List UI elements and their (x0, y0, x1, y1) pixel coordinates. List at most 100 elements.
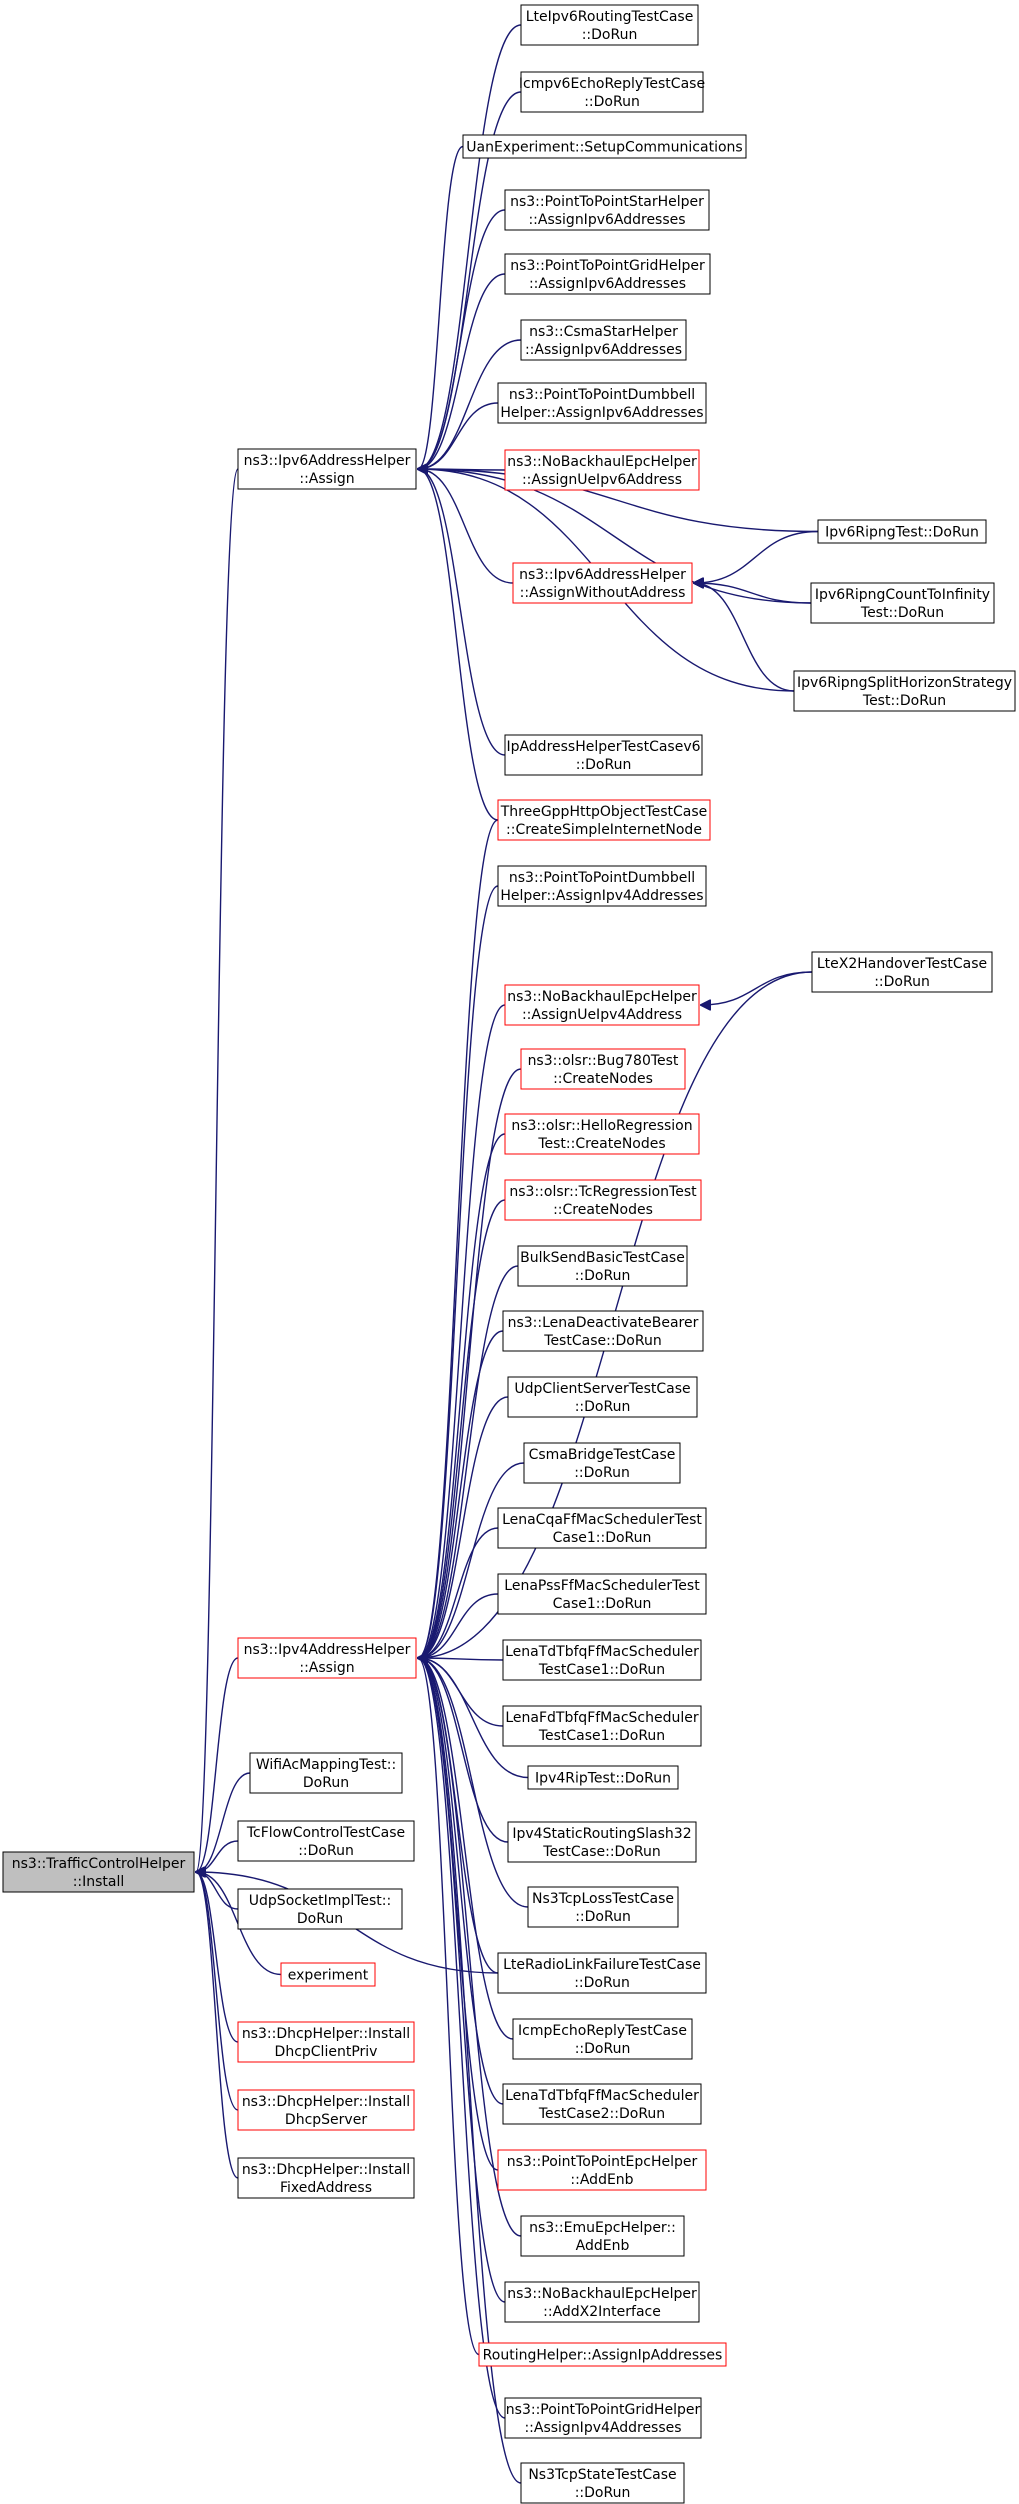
node-box (520, 71, 704, 113)
node-box (497, 1507, 707, 1549)
node-label: DoRun (297, 1911, 343, 1927)
call-edge (701, 971, 813, 1005)
node-label: DhcpServer (285, 2112, 367, 2128)
graph-node[interactable]: UdpSocketImplTest::DoRun (237, 1888, 403, 1930)
node-label: ns3::PointToPointEpcHelper (507, 2154, 698, 2170)
graph-node[interactable]: ns3::NoBackhaulEpcHelper::AssignUeIpv4Ad… (504, 984, 700, 1026)
graph-node[interactable]: Ns3TcpLossTestCase::DoRun (527, 1886, 679, 1928)
node-box (504, 1113, 700, 1155)
graph-node[interactable]: CsmaBridgeTestCase::DoRun (523, 1442, 681, 1484)
node-label: ns3::PointToPointGridHelper (506, 2402, 701, 2418)
node-label: LenaTdTbfqFfMacScheduler (505, 2088, 699, 2104)
graph-node[interactable]: BulkSendBasicTestCase::DoRun (517, 1245, 688, 1287)
graph-node[interactable]: LteRadioLinkFailureTestCase::DoRun (497, 1952, 707, 1994)
call-edge (196, 1657, 239, 1872)
node-box (502, 1639, 702, 1681)
node-box (504, 449, 700, 491)
graph-node[interactable]: ThreeGppHttpObjectTestCase::CreateSimple… (497, 799, 711, 841)
node-box (2, 1851, 195, 1893)
graph-node[interactable]: IpAddressHelperTestCasev6::DoRun (504, 734, 703, 776)
graph-node[interactable]: UdpClientServerTestCase::DoRun (507, 1376, 698, 1418)
graph-node[interactable]: experiment (280, 1962, 376, 1987)
node-label: ns3::olsr::HelloRegression (511, 1118, 692, 1134)
graph-node[interactable]: LteIpv6RoutingTestCase::DoRun (520, 4, 699, 46)
node-box (817, 519, 987, 544)
node-label: Ipv6RipngSplitHorizonStrategy (797, 675, 1012, 691)
graph-node[interactable]: ns3::Ipv6AddressHelper::Assign (237, 448, 417, 490)
node-label: Ns3TcpLossTestCase (532, 1891, 674, 1907)
node-box (811, 951, 993, 993)
call-edge (418, 469, 819, 533)
call-edge (694, 530, 819, 584)
node-label: ::AddEnb (570, 2172, 633, 2188)
node-box (517, 1245, 688, 1287)
node-box (507, 1821, 697, 1863)
node-box (237, 2021, 415, 2063)
graph-node[interactable]: ns3::NoBackhaulEpcHelper::AssignUeIpv6Ad… (504, 449, 700, 491)
graph-node[interactable]: RoutingHelper::AssignIpAddresses (478, 2342, 727, 2367)
graph-node[interactable]: ns3::PointToPointGridHelper::AssignIpv4A… (504, 2397, 702, 2439)
graph-node[interactable]: ns3::olsr::TcRegressionTest::CreateNodes (504, 1179, 702, 1221)
graph-node[interactable]: ns3::Ipv4AddressHelper::Assign (237, 1637, 417, 1679)
graph-node[interactable]: ns3::PointToPointDumbbellHelper::AssignI… (497, 382, 707, 424)
node-label: ::Install (73, 1874, 125, 1890)
node-box (502, 1705, 702, 1747)
graph-node[interactable]: Icmpv6EchoReplyTestCase::DoRun (519, 71, 705, 113)
graph-node[interactable]: ns3::PointToPointGridHelper::AssignIpv6A… (504, 253, 711, 295)
graph-node[interactable]: ns3::Ipv6AddressHelper::AssignWithoutAdd… (512, 562, 693, 604)
node-box (810, 582, 995, 624)
graph-node[interactable]: ns3::PointToPointStarHelper::AssignIpv6A… (504, 189, 710, 231)
graph-node[interactable]: ns3::olsr::HelloRegressionTest::CreateNo… (504, 1113, 700, 1155)
node-label: TestCase2::DoRun (538, 2106, 665, 2122)
node-label: Case1::DoRun (553, 1596, 652, 1612)
node-label: Ipv4StaticRoutingSlash32 (512, 1826, 691, 1842)
graph-node[interactable]: ns3::NoBackhaulEpcHelper::AddX2Interface (504, 2281, 700, 2323)
node-label: ::CreateNodes (553, 1071, 653, 1087)
graph-node[interactable]: ns3::PointToPointEpcHelper::AddEnb (497, 2149, 707, 2191)
graph-node[interactable]: UanExperiment::SetupCommunications (462, 134, 747, 159)
node-label: ns3::PointToPointDumbbell (509, 870, 695, 886)
node-box (497, 382, 707, 424)
graph-node[interactable]: ns3::CsmaStarHelper::AssignIpv6Addresses (520, 319, 687, 361)
call-edge (418, 1658, 480, 2356)
graph-node[interactable]: Ipv4RipTest::DoRun (527, 1765, 679, 1790)
graph-node[interactable]: Ns3TcpStateTestCase::DoRun (520, 2462, 685, 2504)
node-box (249, 1752, 403, 1794)
call-edge (418, 209, 506, 469)
graph-node[interactable]: ns3::PointToPointDumbbellHelper::AssignI… (497, 865, 707, 907)
node-label: ::DoRun (575, 1909, 631, 1925)
node-label: LenaTdTbfqFfMacScheduler (505, 1644, 699, 1660)
node-box (527, 1886, 679, 1928)
node-box (520, 4, 699, 46)
graph-node[interactable]: IcmpEchoReplyTestCase::DoRun (512, 2018, 693, 2060)
graph-node[interactable]: Ipv6RipngTest::DoRun (817, 519, 987, 544)
node-label: CsmaBridgeTestCase (529, 1447, 676, 1463)
graph-node[interactable]: LteX2HandoverTestCase::DoRun (811, 951, 993, 993)
call-edge (418, 402, 499, 469)
node-box (520, 319, 687, 361)
graph-node[interactable]: ns3::olsr::Bug780Test::CreateNodes (520, 1048, 686, 1090)
graph-node[interactable]: ns3::EmuEpcHelper::AddEnb (520, 2215, 685, 2257)
node-box (504, 189, 710, 231)
call-edge (418, 1658, 514, 2040)
call-edge (418, 1658, 509, 1843)
graph-node[interactable]: WifiAcMappingTest::DoRun (249, 1752, 403, 1794)
node-label: ::AssignIpv6Addresses (525, 342, 682, 358)
node-label: WifiAcMappingTest:: (256, 1757, 396, 1773)
graph-node[interactable]: TcFlowControlTestCase::DoRun (237, 1820, 415, 1862)
call-edge (694, 583, 795, 692)
graph-node[interactable]: ns3::TrafficControlHelper::Install (2, 1851, 195, 1893)
node-label: LteIpv6RoutingTestCase (526, 9, 694, 25)
